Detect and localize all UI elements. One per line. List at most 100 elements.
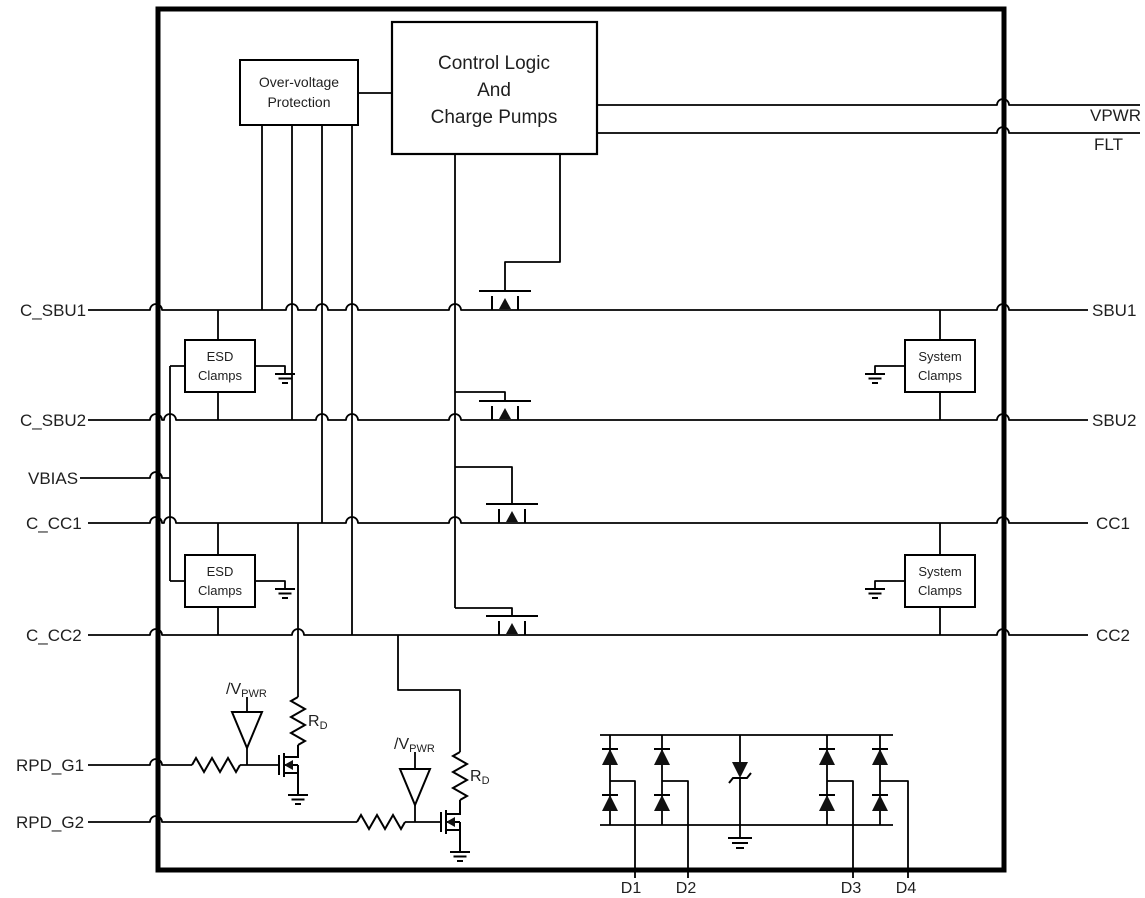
ovp-box — [239, 59, 359, 126]
inverter2-supply-label: /VPWR — [394, 736, 435, 755]
rd-resistor-icon — [288, 696, 308, 746]
pin-label-d3: D3 — [841, 880, 862, 897]
pin-label-d1: D1 — [621, 880, 642, 897]
esd-clamps-box-1 — [184, 339, 256, 393]
label-prefix: R — [470, 768, 482, 785]
control-logic-label-3: Charge Pumps — [431, 107, 558, 128]
pin-label-rpd-g1: RPD_G1 — [16, 756, 84, 775]
label-subscript: PWR — [241, 688, 267, 700]
system-clamps-box-2 — [904, 554, 976, 608]
pin-label-c-cc1: C_CC1 — [26, 514, 82, 533]
esd-clamps-box-2 — [184, 554, 256, 608]
esd2-connectors — [217, 523, 286, 635]
pin-label-vbias: VBIAS — [28, 469, 78, 488]
zener-bar-icon — [728, 772, 752, 784]
label-prefix: /V — [394, 736, 409, 753]
sys2-connectors — [874, 523, 941, 635]
signal-line-sbu2 — [88, 413, 1088, 421]
system-clamps-label-1b: Clamps — [918, 368, 963, 383]
system-clamps-label-2b: Clamps — [918, 583, 963, 598]
pin-label-c-sbu1: C_SBU1 — [20, 301, 86, 320]
resistor-icon — [356, 812, 406, 832]
diode-icon — [654, 749, 670, 765]
label-subscript: D — [482, 775, 490, 787]
sys1-connectors — [874, 310, 941, 420]
pin-label-c-cc2: C_CC2 — [26, 626, 82, 645]
nmos-arrow-icon — [284, 760, 293, 770]
gate-drive-lines — [454, 154, 561, 616]
signal-line-cc1 — [88, 516, 1088, 524]
nmos-arrow-icon — [446, 817, 455, 827]
iec-diode-network — [600, 734, 909, 878]
vbias-wire — [80, 471, 170, 479]
esd-clamps-label-2a: ESD — [207, 564, 234, 579]
pin-label-sbu2: SBU2 — [1092, 411, 1136, 430]
mosfet-arrow-icon — [499, 298, 511, 309]
label-prefix: /V — [226, 681, 241, 698]
ground-icon — [450, 851, 470, 862]
pin-label-c-sbu2: C_SBU2 — [20, 411, 86, 430]
esd-clamps-label-1b: Clamps — [198, 368, 243, 383]
mosfet-switch-cc1 — [486, 503, 538, 523]
label-subscript: D — [320, 720, 328, 732]
diode-icon — [602, 749, 618, 765]
mosfet-icon — [486, 615, 538, 635]
ground-icon — [865, 588, 885, 599]
nmos-icon — [278, 745, 299, 795]
signal-line-cc2 — [88, 628, 1088, 636]
esd-clamps-block-1: ESD Clamps — [184, 310, 295, 420]
esd-clamps-label-2b: Clamps — [198, 583, 243, 598]
diode-rails — [600, 734, 893, 826]
vpwr-wire — [597, 98, 1140, 106]
chip-outline — [155, 6, 1007, 873]
vbias-trunk — [169, 365, 185, 582]
diode-icon — [872, 795, 888, 811]
rd2-to-cc2-wire — [397, 635, 461, 752]
control-logic-label-2: And — [477, 80, 511, 101]
ovp-monitor-lines — [261, 125, 353, 635]
pin-label-cc1: CC1 — [1096, 514, 1130, 533]
control-logic-block: Control Logic And Charge Pumps — [358, 20, 599, 156]
zener-diode-icon — [732, 762, 748, 778]
inverter-icon — [398, 768, 432, 808]
inverter1-supply-label: /VPWR — [226, 681, 267, 700]
ground-icon — [865, 373, 885, 384]
system-clamps-block-1: System Clamps — [865, 310, 976, 420]
esd1-connectors — [217, 310, 286, 420]
diode-pin-drops — [610, 780, 909, 878]
ovp-label-1: Over-voltage — [259, 74, 339, 90]
rd2-label: RD — [470, 768, 490, 787]
control-logic-label-1: Control Logic — [438, 53, 550, 74]
esd-clamps-label-1a: ESD — [207, 349, 234, 364]
ground-icon — [728, 837, 752, 849]
signal-line-sbu1 — [88, 303, 1088, 311]
label-subscript: PWR — [409, 743, 435, 755]
system-clamps-label-2a: System — [918, 564, 961, 579]
resistor-icon — [191, 755, 241, 775]
rd1-label: RD — [308, 713, 328, 732]
gate-lead-cc1 — [455, 466, 513, 504]
rpd-g2-wire — [88, 815, 357, 823]
diode-icon — [819, 795, 835, 811]
ground-icon — [275, 373, 295, 384]
mosfet-arrow-icon — [506, 511, 518, 522]
esd-clamps-block-2: ESD Clamps — [184, 523, 295, 635]
diode-icon — [602, 795, 618, 811]
rpd-g1-circuit: /VPWR RD — [88, 523, 328, 805]
diode-icon — [654, 795, 670, 811]
rd-resistor-icon — [450, 751, 470, 801]
gate-lead-cc2 — [455, 607, 513, 616]
mosfet-arrow-icon — [506, 623, 518, 634]
rpd-g1-wire — [88, 758, 192, 766]
ovp-label-2: Protection — [267, 94, 330, 110]
rpd-g2-circuit: /VPWR RD — [88, 635, 490, 862]
diode-icon — [819, 749, 835, 765]
mosfet-switch-sbu2 — [479, 400, 531, 420]
system-clamps-box-1 — [904, 339, 976, 393]
overvoltage-protection-block: Over-voltage Protection — [239, 59, 359, 126]
mosfet-icon — [479, 400, 531, 420]
inverter-icon — [230, 711, 264, 751]
gate-lead-sbu2 — [455, 391, 506, 401]
pin-label-rpd-g2: RPD_G2 — [16, 813, 84, 832]
